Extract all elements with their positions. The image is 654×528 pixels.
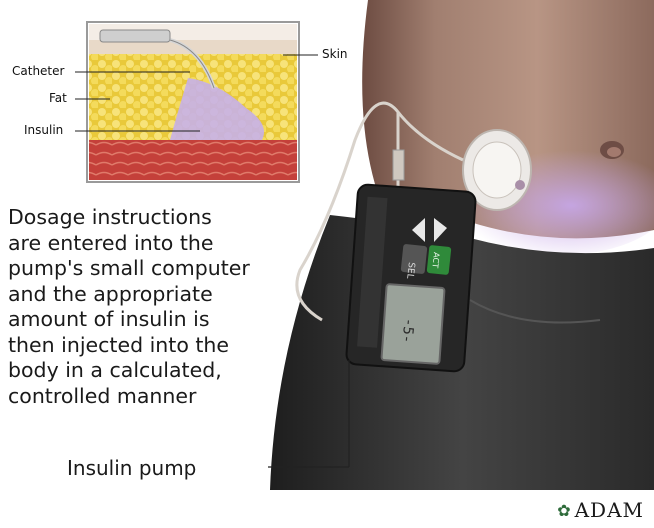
dosage-description: Dosage instructions are entered into the…: [8, 205, 250, 409]
description-line: body in a calculated,: [8, 358, 250, 384]
label-skin: Skin: [322, 47, 348, 61]
description-line: amount of insulin is: [8, 307, 250, 333]
description-line: controlled manner: [8, 384, 250, 410]
description-line: Dosage instructions: [8, 205, 250, 231]
pump-screen-text: -5-: [398, 317, 417, 344]
label-insulin-pump: Insulin pump: [67, 456, 196, 480]
description-line: and the appropriate: [8, 282, 250, 308]
description-line: are entered into the: [8, 231, 250, 257]
description-line: then injected into the: [8, 333, 250, 359]
label-insulin: Insulin: [24, 123, 63, 137]
description-line: pump's small computer: [8, 256, 250, 282]
logo-text: ADAM: [575, 498, 644, 522]
pump-sel-text: SEL: [404, 262, 416, 279]
pump-act-text: ACT: [430, 252, 441, 269]
skin-cross-section-inset: [87, 22, 299, 182]
label-fat: Fat: [49, 91, 67, 105]
label-catheter: Catheter: [12, 64, 64, 78]
leaf-icon: ✿: [557, 501, 571, 520]
adam-logo: ✿ ADAM: [557, 498, 644, 522]
